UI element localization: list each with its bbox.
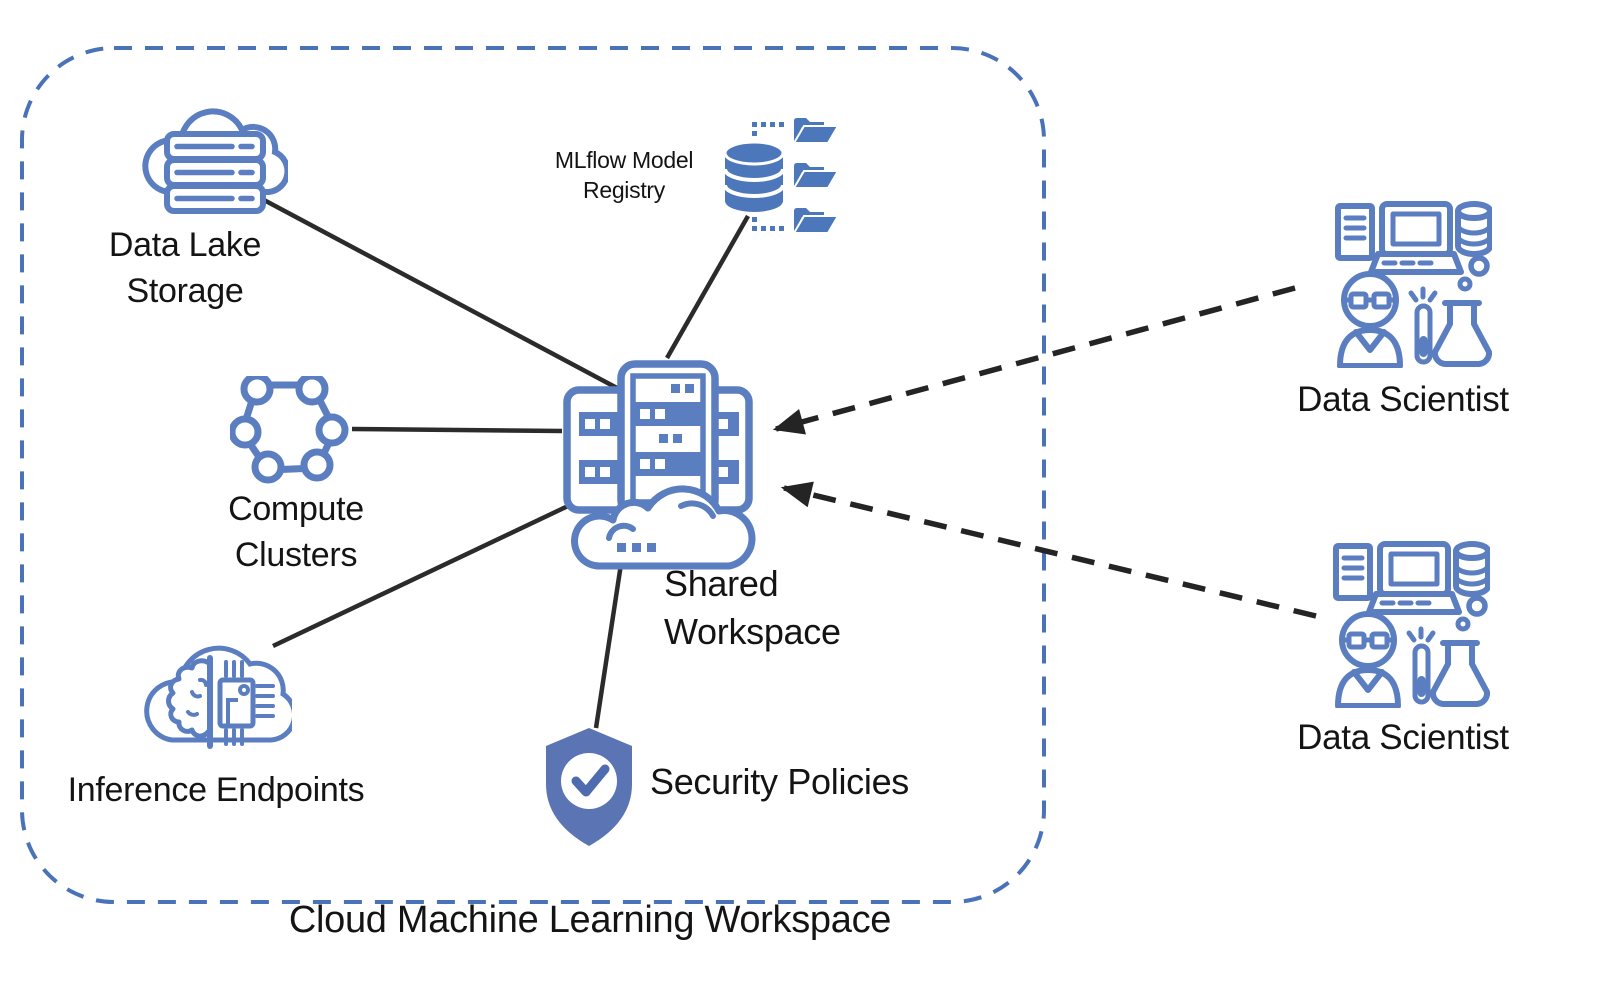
connector-datalake-workspace <box>245 189 619 390</box>
server-racks-cloud-icon <box>563 360 756 570</box>
inference-endpoints-label: Inference Endpoints <box>67 771 365 809</box>
shield-check-icon <box>546 728 632 846</box>
cloud-ml-workspace-caption: Cloud Machine Learning Workspace <box>288 899 892 941</box>
cloud-server-icon <box>142 108 288 214</box>
arrow-scientist-top-workspace <box>772 285 1296 435</box>
data-scientist-bottom-label: Data Scientist <box>1297 718 1509 757</box>
connector-inference-workspace <box>272 503 569 649</box>
compute-clusters-label: Compute Clusters <box>228 490 364 574</box>
mlflow-registry-label: MLflow Model Registry <box>554 147 694 203</box>
data-scientist-top-label: Data Scientist <box>1297 380 1509 419</box>
connector-compute-workspace <box>351 426 563 434</box>
cloud-brain-chip-icon <box>144 645 292 749</box>
arrow-scientist-bottom-workspace <box>780 481 1317 619</box>
security-policies-label: Security Policies <box>650 761 909 802</box>
connector-mlflow-workspace <box>665 214 750 360</box>
data-lake-storage-label: Data Lake Storage <box>108 226 262 310</box>
connector-security-workspace <box>593 563 624 729</box>
workspace-boundary <box>20 46 1046 904</box>
database-folders-icon <box>723 118 840 234</box>
data-scientist-icon <box>1333 541 1490 708</box>
data-scientist-icon <box>1335 201 1492 368</box>
folder-icons <box>792 118 840 234</box>
shared-workspace-label: Shared Workspace <box>664 563 841 652</box>
hexagon-cluster-icon <box>230 376 349 484</box>
